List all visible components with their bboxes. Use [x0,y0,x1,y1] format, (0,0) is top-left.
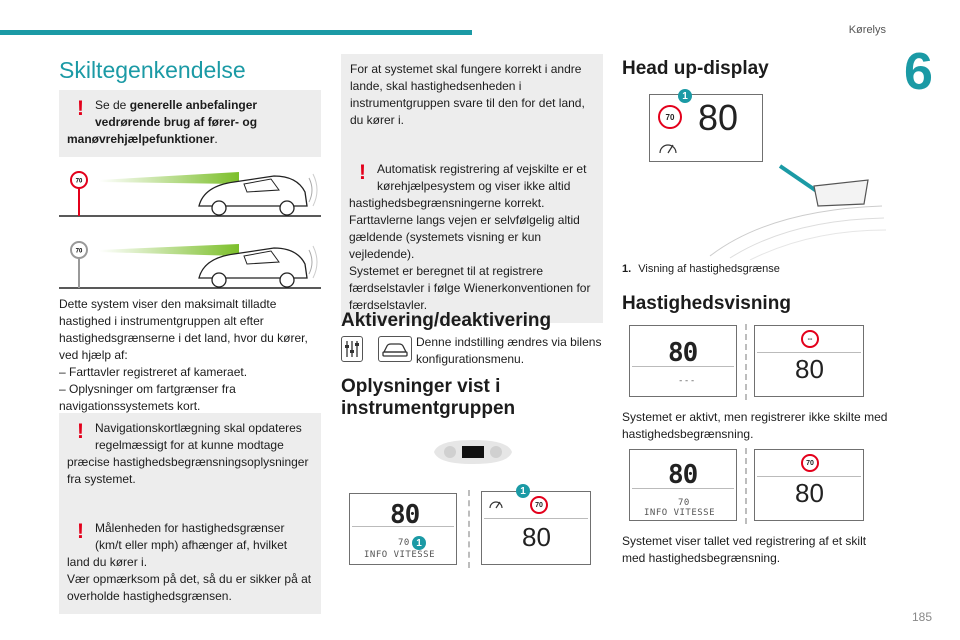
speed-limiter-icon [488,496,504,515]
road-sign-label: 70 [76,179,83,185]
activation-text: Denne indstilling ændres via bilens konf… [416,335,602,367]
header-accent-bar [0,30,472,35]
section-heading: Hastighedsvisning [622,293,791,314]
warning-box: !Målenheden for hastighedsgrænser (km/t … [59,496,321,615]
speed-value: 80 [698,97,739,138]
cluster-screen-right: 70 1 80 [481,484,591,565]
svg-text:70: 70 [76,249,83,255]
settings-sliders-icon [341,336,363,362]
speed-sign-icon: 70 [801,454,819,472]
speed-value: 80 [522,522,551,552]
caption-text: Systemet viser tallet ved registrering a… [622,534,867,566]
warning-icon: ! [359,161,366,185]
cluster-screen-left: 80 --- [629,325,737,397]
navigation-illustration: 70 [59,232,321,290]
section-heading: Oplysninger vist i instrumentgruppen [341,376,516,420]
warning-icon: ! [77,420,84,443]
speed-limiter-icon [658,139,678,160]
speed-sign-icon: 70 [658,105,682,129]
cluster-screen-left: 80 70 INFO VITESSE 1 [349,493,457,565]
warning-icon: ! [77,97,84,120]
callout-badge: 1 [516,484,530,498]
section-heading: Head up-display [622,58,769,79]
instrument-cluster-illustration [430,436,516,468]
chapter-number: 6 [904,43,933,101]
intro-text: Dette system viser den maksimalt tilladt… [59,297,308,414]
camera-illustration: 70 [59,160,321,218]
legend: 1. Visning af hastighedsgrænse [622,263,780,275]
head-up-display: 70 1 80 [649,89,763,162]
speed-sign-icon: 70 [530,496,548,514]
page-title: Skiltegenkendelse [59,57,246,83]
callout-badge: 1 [678,89,692,103]
info-box: For at systemet skal fungere korrekt i a… [341,54,603,138]
page-number: 185 [911,610,932,624]
cluster-screen-left: 80 70 INFO VITESSE [629,449,737,521]
cluster-screen-right: -- 80 [754,325,864,397]
divider [745,324,747,400]
section-title: Kørelys [848,24,886,36]
warning-box: ! Navigationskortlægning skal opdateres … [59,413,321,498]
section-heading: Aktivering/deaktivering [341,310,552,331]
warning-icon: ! [77,520,84,544]
cluster-screen-right: 70 80 [754,449,864,521]
speed-sign-icon: -- [801,330,819,348]
divider [745,448,747,524]
windshield-illustration [690,160,887,261]
callout-badge: 1 [412,536,426,550]
caption-text: Systemet er aktivt, men registrerer ikke… [622,410,888,442]
car-config-icon [378,336,412,362]
divider [468,490,470,568]
speed-value: 80 [795,354,824,384]
speed-value: 80 [795,478,824,508]
warning-box: !Automatisk registrering af vejskilte er… [341,137,603,324]
warning-box: ! Se de generelle anbefalinger vedrørend… [59,90,321,158]
